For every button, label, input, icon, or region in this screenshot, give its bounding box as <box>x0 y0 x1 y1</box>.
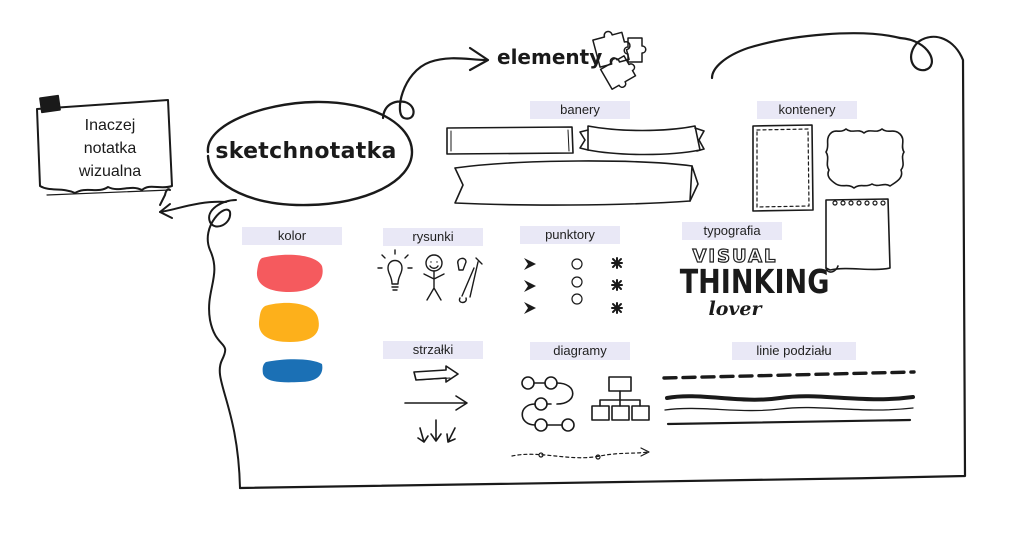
container-samples <box>752 124 905 273</box>
bulb-icon <box>377 249 413 291</box>
arrow-icon <box>404 365 468 443</box>
label-kolor: kolor <box>242 227 342 245</box>
arrow-to-elementy <box>381 46 490 120</box>
label-kontenery: kontenery <box>757 101 857 119</box>
label-rysunki: rysunki <box>383 228 483 246</box>
bullet-samples <box>524 257 623 314</box>
label-typografia: typografia <box>682 222 782 240</box>
connector-swirl <box>159 188 241 489</box>
label-banery: banery <box>530 101 630 119</box>
label-punktory: punktory <box>520 226 620 244</box>
elements-title: elementy <box>497 45 603 69</box>
tools-icon <box>457 257 483 304</box>
tape-icon <box>39 94 61 114</box>
color-swatch-red <box>256 254 323 292</box>
puzzle-icon <box>592 30 647 91</box>
main-frame <box>238 32 967 490</box>
star-bullet-icon <box>611 257 623 314</box>
note-line: wizualna <box>78 163 142 180</box>
color-swatches <box>256 254 323 383</box>
flowchart-icon <box>521 376 575 432</box>
typography-sample-lover: lover <box>708 298 762 320</box>
label-strzalki: strzałki <box>383 341 483 359</box>
note-text: Inaczej notatka wizualna <box>52 114 168 183</box>
note-line: notatka <box>83 140 137 157</box>
color-swatch-blue <box>262 359 323 383</box>
org-chart-icon <box>591 376 650 421</box>
color-swatch-yellow <box>258 302 319 342</box>
sketchnotatka-bubble <box>206 100 414 207</box>
divider-samples <box>662 370 916 426</box>
dotted-arrow <box>511 447 650 460</box>
note-box <box>36 94 173 196</box>
banner-samples <box>446 125 705 206</box>
label-linie-podzialu: linie podziału <box>732 342 856 360</box>
typography-sample-visual: VISUAL <box>692 245 778 267</box>
label-diagramy: diagramy <box>530 342 630 360</box>
center-title: sketchnotatka <box>215 139 397 164</box>
chevron-bullet-icon <box>524 258 536 314</box>
circle-bullet-icon <box>571 258 583 305</box>
stick-figure-icon <box>423 254 445 301</box>
note-line: Inaczej <box>84 117 136 134</box>
typography-sample-thinking: THINKING <box>679 262 830 301</box>
